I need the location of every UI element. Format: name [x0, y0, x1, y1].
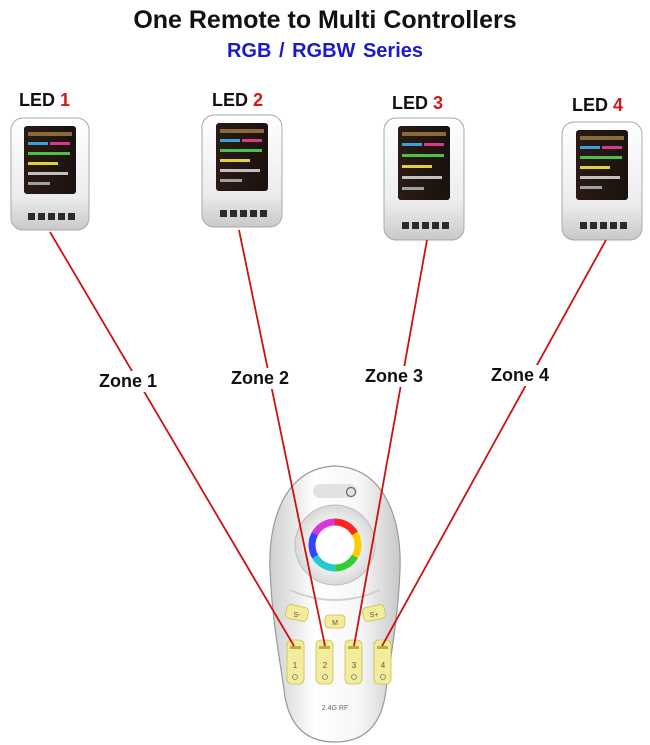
- zone-label-4: Zone 4: [490, 365, 551, 386]
- led-controller-3: [383, 117, 465, 241]
- zone-1-button[interactable]: 1: [286, 639, 305, 685]
- mode-label: M: [332, 620, 338, 627]
- speed-down-label: S-: [294, 612, 302, 619]
- led-label-2: LED 2: [212, 90, 263, 111]
- zone-3-link-line: [353, 239, 428, 647]
- led-prefix: LED: [19, 90, 55, 110]
- led-controller-4: [561, 121, 643, 241]
- led-number: 3: [433, 93, 444, 113]
- zone-4-button[interactable]: 4: [373, 639, 392, 685]
- led-number: 1: [60, 90, 71, 110]
- zone-2-link-line: [238, 229, 326, 647]
- speed-up-label: S+: [370, 612, 379, 619]
- power-icon: [345, 486, 357, 498]
- series-subtitle: RGB / RGBW Series: [226, 40, 424, 62]
- zone-links: [49, 229, 607, 647]
- led-label-4: LED 4: [572, 95, 623, 116]
- zone-label-1: Zone 1: [98, 371, 159, 392]
- zone-4-number: 4: [381, 661, 386, 670]
- remote-control: S- M S+ 1 2 3: [269, 465, 401, 743]
- led-prefix: LED: [572, 95, 608, 115]
- zone-1-link-line: [49, 231, 295, 647]
- led-label-3: LED 3: [392, 93, 443, 114]
- speed-down-button[interactable]: S-: [285, 604, 309, 622]
- led-number: 2: [253, 90, 264, 110]
- zone-2-number: 2: [323, 661, 328, 670]
- speed-up-button[interactable]: S+: [362, 604, 386, 622]
- zone-3-button[interactable]: 3: [344, 639, 363, 685]
- zone-label-3: Zone 3: [364, 366, 425, 387]
- led-prefix: LED: [212, 90, 248, 110]
- zone-4-link-line: [381, 239, 607, 647]
- zone-1-number: 1: [293, 661, 298, 670]
- page-title: One Remote to Multi Controllers: [133, 6, 517, 34]
- color-wheel[interactable]: [308, 518, 362, 572]
- led-number: 4: [613, 95, 624, 115]
- led-controller-1: [10, 117, 90, 231]
- zone-label-2: Zone 2: [230, 368, 291, 389]
- led-prefix: LED: [392, 93, 428, 113]
- zone-2-button[interactable]: 2: [315, 639, 334, 685]
- mode-button[interactable]: M: [324, 614, 346, 629]
- led-controller-2: [201, 114, 283, 228]
- led-label-1: LED 1: [19, 90, 70, 111]
- rf-brand-text: 2.4G RF: [322, 705, 348, 712]
- zone-3-number: 3: [352, 661, 357, 670]
